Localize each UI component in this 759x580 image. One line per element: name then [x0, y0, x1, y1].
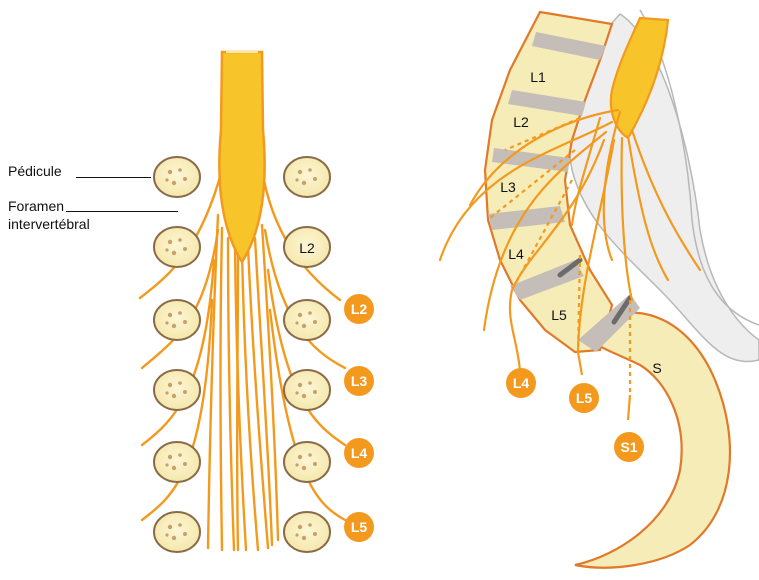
root-badge-l4: L4	[506, 368, 536, 398]
pedicle-ring	[154, 227, 200, 267]
pedicule-label: Pédicule	[8, 163, 62, 179]
vertebra-label-l3: L3	[500, 179, 516, 195]
vertebra-label-l2: L2	[513, 114, 529, 130]
spinal-cord	[219, 52, 264, 262]
pedicle-ring	[284, 300, 330, 340]
vertebra-label-l4: L4	[508, 246, 524, 262]
level-badge-l2: L2	[344, 294, 374, 324]
level-badge-l5: L5	[344, 512, 374, 542]
foramen-label-line2: intervertébral	[8, 216, 90, 232]
pedicle-ring	[154, 300, 200, 340]
level-badge-l4: L4	[344, 438, 374, 468]
posterior-view: L2	[140, 52, 345, 552]
pedicule-leader	[76, 177, 151, 178]
vertebra-label-l1: L1	[530, 69, 546, 85]
foramen-leader	[66, 211, 178, 212]
lateral-view: L1 L2 L3 L4 L5 S	[440, 10, 759, 568]
pedicle-ring	[154, 370, 200, 410]
foramen-label: Foramen	[8, 198, 64, 214]
pedicle-ring	[154, 442, 200, 482]
pedicle-ring	[284, 157, 330, 197]
pedicle-ring	[284, 370, 330, 410]
vertebra-label-s: S	[652, 360, 661, 376]
pedicle-ring	[284, 442, 330, 482]
root-badge-s1: S1	[614, 432, 644, 462]
pedicle-ring	[154, 157, 200, 197]
inner-level-label: L2	[299, 240, 315, 256]
pedicle-ring	[284, 512, 330, 552]
s1-root	[628, 395, 630, 420]
vertebra-label-l5: L5	[551, 307, 567, 323]
root-badge-l5: L5	[569, 383, 599, 413]
level-badge-l3: L3	[344, 366, 374, 396]
l5-root	[578, 352, 582, 375]
pedicle-ring	[154, 512, 200, 552]
